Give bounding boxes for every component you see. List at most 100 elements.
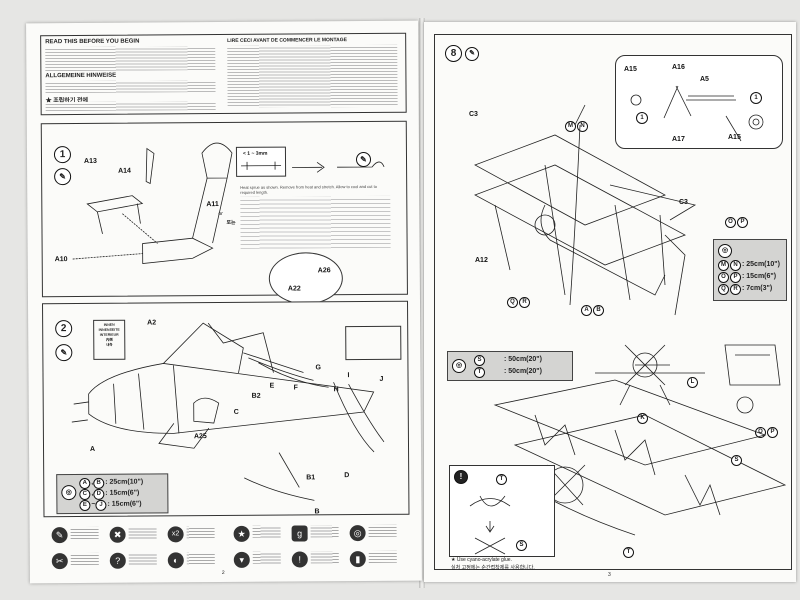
caution-icon: ! [454,470,468,484]
sprue-note-en: Heat sprue as shown. Remove from heat an… [240,183,377,195]
make-two-icon: x2 [167,526,184,543]
legend-m: M [718,260,729,271]
choice-legend: ? [109,550,158,572]
part-a26: A26 [317,267,331,275]
legend-o: O [718,272,729,283]
sprue-stretch-box: < 1 ~ 3mm [235,146,287,177]
warning-heading-fr: LIRE CECI AVANT DE COMMENCER LE MONTAGE [227,37,348,44]
rigging-legend-st: ◎ S : 50cm(20") T: 50cm(20") [447,351,573,381]
reverse-side-legend: ▮ [349,549,398,571]
warning-text-fr [227,44,398,108]
legend-n: N [730,260,741,271]
icon-legend: ✎ ✖ x2 ★ g ◎ ✂ ? ◐ ▾ ! ▮ [44,521,408,576]
sand-icon: ▾ [233,551,250,568]
part-c3-top: C3 [469,111,478,118]
legend-row-ej: E~J: 15cm(6") [79,499,142,512]
cement-icon-detail-2: 1 [750,92,762,104]
ref-n: N [577,121,588,132]
biplane-bottom-drawing [493,379,787,536]
part-a16: A16 [672,64,685,71]
glue-note-en: ★ Use cyano-acrylate glue. [451,557,512,563]
knot-ref-t: T [496,474,508,485]
warning-text-en [45,46,216,72]
cut-off-legend: ✂ [51,551,100,573]
ref-l: L [687,377,699,388]
legend-val-op: : 15cm(6") [742,273,777,280]
warning-text-de [45,80,216,94]
knot-drawing [469,495,511,555]
knot-ref-s: S [516,540,528,551]
legend-row-s: S : 50cm(20") [474,355,542,366]
sprue-note-lines [240,195,391,249]
ref-s-1: S [731,455,743,466]
legend-t: T [474,367,485,378]
step-1-panel: 1 ✎ A13 A14 A11 or 또는 A10 < 1 ~ 3mm ✎ He… [40,120,408,305]
legend-val-s: : 50cm(20") [504,356,542,363]
glue-note-kr: 실처 고정에는 순간접착제를 사용합니다. [451,565,535,571]
side-ref-o: O [755,427,766,438]
ref-q: Q [507,297,518,308]
part-a12: A12 [475,257,488,264]
sand-legend: ▾ [233,550,282,572]
part-a15-bottom: A15 [728,134,741,141]
instruction-page-left: READ THIS BEFORE YOU BEGIN ALLGEMEINE HI… [26,20,422,584]
legend-r: R [730,284,741,295]
cement-icon-detail: 1 [636,112,648,124]
do-not-cement-legend: ✖ [109,524,158,546]
legend-row-cd: C,D: 15cm(6") [79,488,139,501]
page-number-right: 3 [608,572,611,578]
legend-val-mn: : 25cm(10") [742,261,780,268]
make-two-legend: x2 [167,524,216,546]
part-a22: A22 [287,285,301,293]
part-a17: A17 [672,136,685,143]
zoom-circle: A26 A22 [268,252,344,305]
legend-c: C [79,488,91,501]
legend-row-t: T: 50cm(20") [474,367,542,378]
ref-t-1: T [623,547,635,558]
biplane-top-drawing [474,104,697,316]
heat-icon: ✎ [355,151,372,168]
part-a5: A5 [700,76,709,83]
ref-a: A [581,305,592,316]
step-8-number: 8 [445,45,462,62]
warning-heading-en: READ THIS BEFORE YOU BEGIN [45,38,140,46]
choice-icon: ? [109,552,126,569]
thread-spool-icon-3: ◎ [452,359,466,373]
caution-icon: ! [291,551,308,568]
thread-spool-icon-2: ◎ [718,244,732,258]
page-number-left: 2 [221,570,225,577]
legend-p: P [730,272,741,283]
page-fold [419,18,425,588]
drill-hole-icon: ◎ [349,525,366,542]
wheel-detail-box: A15 A16 A5 A17 A15 1 1 [615,55,783,149]
gun-metal-icon: g [291,525,308,542]
legend-b: B [93,477,105,489]
sprue-stretch-drawing [241,161,282,170]
ref-r: R [519,297,530,308]
legend-e: E [79,499,91,512]
ref-k: K [637,413,649,424]
ref-b: B [593,305,604,316]
reverse-side-icon: ▮ [349,551,366,568]
ref-o: O [725,217,736,228]
rigging-legend-step2: ◎ A,B: 25cm(10") C,D: 15cm(6") E~J: 15cm… [56,473,169,515]
caution-legend: ! [291,549,340,571]
front-view-drawing [595,344,781,414]
legend-val-ab: : 25cm(10") [105,478,144,486]
apply-decal-legend: ★ [233,524,282,546]
legend-s: S [474,355,485,366]
cement-icon: ✎ [51,527,68,544]
step-1-drawing [72,142,233,265]
drill-hole-legend: ◎ [349,523,398,545]
ref-p: P [737,217,748,228]
warning-text-kr [45,101,216,112]
